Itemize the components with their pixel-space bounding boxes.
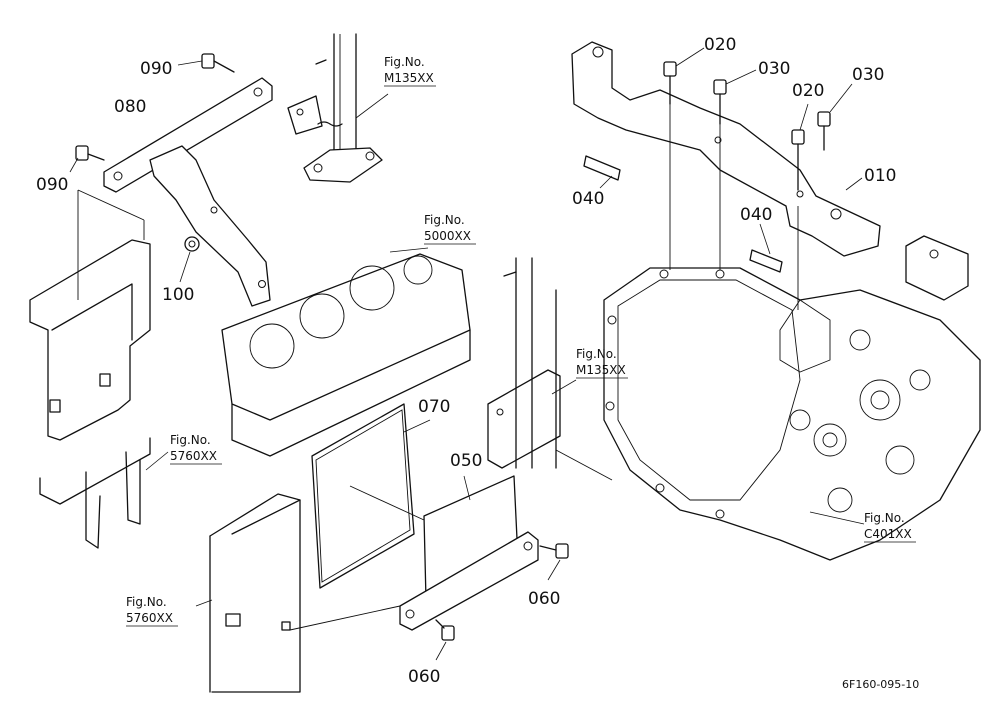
engine-block-gasket xyxy=(221,247,471,457)
figure-references: Fig.No. M135XX Fig.No. 5000XX Fig.No. M1… xyxy=(126,55,916,627)
nut-100 xyxy=(179,236,200,283)
fig-ref-c401: Fig.No. C401XX xyxy=(864,511,916,543)
svg-text:Fig.No.: Fig.No. xyxy=(864,511,905,525)
plate-070 xyxy=(311,403,431,589)
label-030: 030 xyxy=(852,65,884,85)
label-020: 020 xyxy=(704,35,736,55)
svg-text:5760XX: 5760XX xyxy=(126,611,173,625)
bolt-020-right xyxy=(791,103,809,310)
label-020: 020 xyxy=(792,81,824,101)
support-plate-bottom xyxy=(195,493,301,693)
label-050: 050 xyxy=(450,451,482,471)
fig-ref-m135-top: Fig.No. M135XX xyxy=(384,55,436,87)
svg-text:Fig.No.: Fig.No. xyxy=(170,433,211,447)
label-010: 010 xyxy=(864,166,896,186)
svg-text:Fig.No.: Fig.No. xyxy=(424,213,465,227)
svg-text:C401XX: C401XX xyxy=(864,527,912,541)
svg-text:5760XX: 5760XX xyxy=(170,449,217,463)
bolt-060-lower xyxy=(435,619,455,661)
svg-text:M135XX: M135XX xyxy=(576,363,626,377)
bolt-060-right xyxy=(539,543,569,581)
label-030: 030 xyxy=(758,59,790,79)
document-code: 6F160-095-10 xyxy=(842,678,919,691)
fig-ref-5760-left: Fig.No. 5760XX xyxy=(170,433,222,465)
label-070: 070 xyxy=(418,397,450,417)
pin-040-left xyxy=(583,155,621,189)
label-040: 040 xyxy=(740,205,772,225)
label-090: 090 xyxy=(140,59,172,79)
bolt-090-upper xyxy=(177,53,235,73)
steering-post-mid xyxy=(487,257,577,469)
bracket-080 xyxy=(103,77,273,307)
bolt-090-lower xyxy=(69,145,105,173)
assembly-guide-lines xyxy=(289,449,613,631)
fig-ref-m135-mid: Fig.No. M135XX xyxy=(576,347,628,379)
label-060: 060 xyxy=(528,589,560,609)
bolt-030-right xyxy=(817,83,853,151)
label-060: 060 xyxy=(408,667,440,687)
bolt-020-left xyxy=(663,47,705,270)
svg-text:Fig.No.: Fig.No. xyxy=(126,595,167,609)
svg-text:5000XX: 5000XX xyxy=(424,229,471,243)
label-040: 040 xyxy=(572,189,604,209)
svg-text:Fig.No.: Fig.No. xyxy=(384,55,425,69)
plate-010 xyxy=(571,41,969,301)
transmission-housing xyxy=(603,267,981,561)
label-080: 080 xyxy=(114,97,146,117)
label-100: 100 xyxy=(162,285,194,305)
bolt-030-left xyxy=(713,69,757,270)
svg-text:M135XX: M135XX xyxy=(384,71,434,85)
support-plate-left xyxy=(29,189,169,549)
bracket-050 xyxy=(399,475,539,631)
part-labels: 010 020 020 030 030 040 040 050 060 060 … xyxy=(36,35,896,687)
svg-text:Fig.No.: Fig.No. xyxy=(576,347,617,361)
pin-040-right xyxy=(749,223,783,273)
steering-post-top xyxy=(287,33,389,183)
fig-ref-5760-bottom: Fig.No. 5760XX xyxy=(126,595,178,627)
fig-ref-5000: Fig.No. 5000XX xyxy=(424,213,476,245)
label-090: 090 xyxy=(36,175,68,195)
